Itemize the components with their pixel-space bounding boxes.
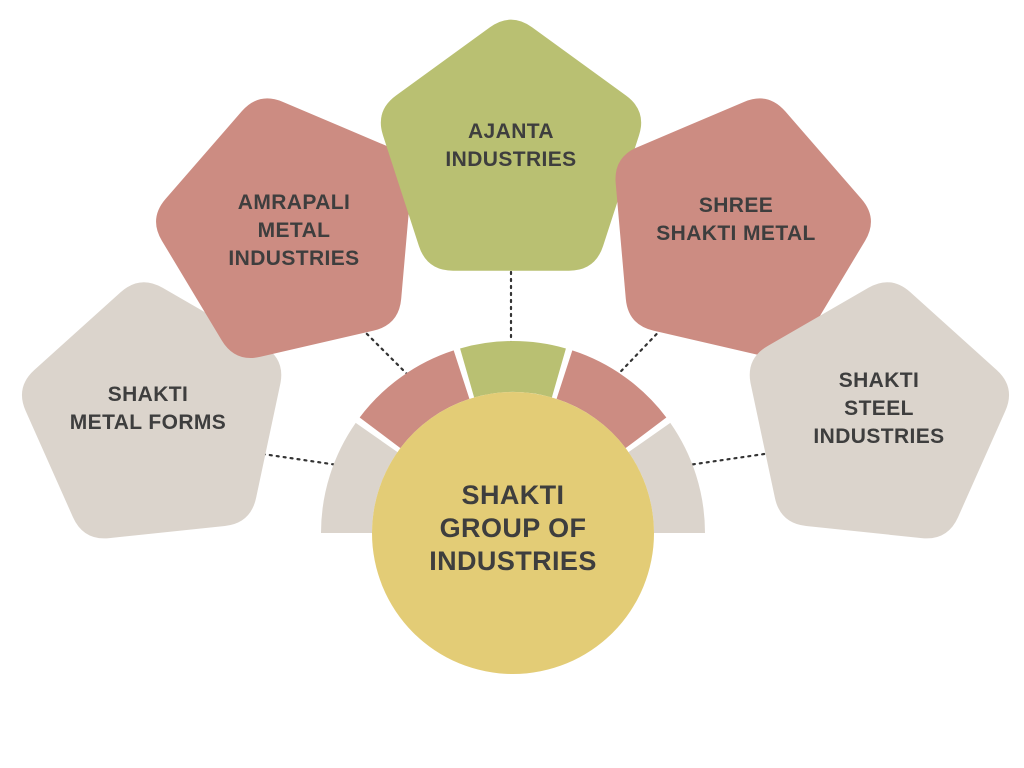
hub-label-line: GROUP OF (440, 513, 587, 543)
ring-segment-shree-shakti-metal[interactable] (556, 350, 667, 449)
pentagon-nodes-layer: SHAKTI METAL FORMS AMRAPALI METAL INDUSTRIES… (11, 19, 1019, 546)
node-label-line: INDUSTRIES (445, 148, 576, 171)
node-label-line: SHREE (699, 194, 773, 217)
pentagon-fill-shree-shakti-metal (615, 98, 871, 358)
ring-segments-layer (321, 341, 705, 533)
node-label-line: AJANTA (468, 120, 554, 143)
node-label-line: SHAKTI METAL (656, 222, 816, 245)
pentagon-fill-ajanta-industries (380, 19, 642, 271)
node-label-line: STEEL (844, 397, 914, 420)
pentagon-fill-shakti-metal-forms (21, 282, 282, 539)
pentagon-fill-amrapali-metal-industries (156, 98, 412, 358)
node-label-line: SHAKTI (108, 383, 189, 406)
node-label-amrapali-metal-industries: AMRAPALI METAL INDUSTRIES (228, 191, 359, 270)
node-shakti-metal-forms[interactable]: SHAKTI METAL FORMS (11, 269, 296, 546)
pentagon-shape-shakti-metal-forms (21, 282, 282, 539)
node-label-line: METAL (258, 219, 331, 242)
ring-segment-shakti-metal-forms[interactable] (321, 422, 398, 533)
node-label-shakti-steel-industries: SHAKTI STEEL INDUSTRIES (813, 369, 944, 448)
pentagon-shape-shakti-steel-industries (749, 282, 1010, 539)
node-shakti-steel-industries[interactable]: SHAKTI STEEL INDUSTRIES (734, 269, 1019, 546)
node-label-line: INDUSTRIES (228, 247, 359, 270)
hub-label-line: SHAKTI (462, 480, 565, 510)
node-label-shakti-metal-forms: SHAKTI METAL FORMS (70, 383, 226, 434)
hub-circle[interactable] (372, 392, 654, 674)
node-label-line: SHAKTI (839, 369, 920, 392)
node-label-ajanta-industries: AJANTA INDUSTRIES (445, 120, 576, 171)
node-label-shree-shakti-metal: SHREE SHAKTI METAL (656, 194, 816, 245)
pentagon-fill-shakti-steel-industries (749, 282, 1010, 539)
ring-segment-ajanta-industries[interactable] (460, 341, 566, 398)
node-label-line: AMRAPALI (238, 191, 350, 214)
node-ajanta-industries[interactable]: AJANTA INDUSTRIES (380, 19, 642, 271)
node-label-line: METAL FORMS (70, 411, 226, 434)
pentagon-shape-amrapali-metal-industries (156, 98, 412, 358)
node-shree-shakti-metal[interactable]: SHREE SHAKTI METAL (583, 70, 893, 373)
node-label-line: INDUSTRIES (813, 425, 944, 448)
pentagon-shape-ajanta-industries (380, 19, 642, 271)
node-amrapali-metal-industries[interactable]: AMRAPALI METAL INDUSTRIES (134, 70, 444, 373)
pentagon-shape-shree-shakti-metal (615, 98, 871, 358)
ring-segment-shakti-steel-industries[interactable] (628, 422, 705, 533)
hub-label-line: INDUSTRIES (429, 546, 597, 576)
ring-segment-amrapali-metal-industries[interactable] (359, 350, 470, 449)
